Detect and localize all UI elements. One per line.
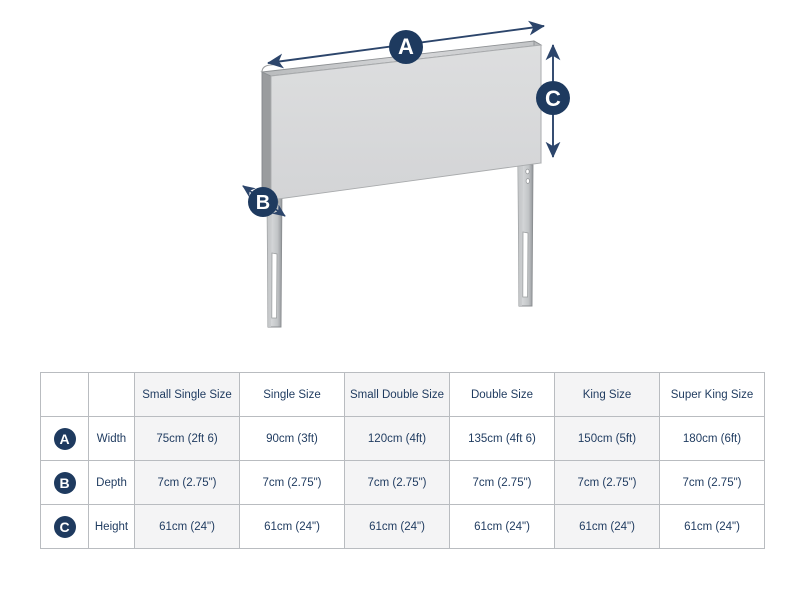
headboard-diagram-svg: A C B [242,20,570,328]
cell-depth-king: 7cm (2.75") [554,460,660,505]
cell-height-single: 61cm (24") [239,504,345,549]
headboard-size-table: Small Single Size Single Size Small Doub… [40,372,765,549]
badge-c-circle [536,81,570,115]
row-label-depth: Depth [88,460,135,505]
row-label-width: Width [88,416,135,461]
left-leg-highlight [267,183,272,327]
badge-b-mini: B [53,471,76,494]
cell-height-small-double: 61cm (24") [344,504,450,549]
row-badge-c-cell: C [40,504,89,549]
badge-a-letter: A [398,34,414,59]
column-header-small-single: Small Single Size [134,372,240,417]
cell-height-super-king: 61cm (24") [659,504,765,549]
headboard-panel [260,40,543,201]
badge-b-circle [248,187,278,217]
cell-depth-small-single: 7cm (2.75") [134,460,240,505]
cell-width-king: 150cm (5ft) [554,416,660,461]
table-header-row: Small Single Size Single Size Small Doub… [40,372,765,417]
headboard-diagram: A C B [242,20,570,328]
header-blank-label [88,372,135,417]
panel-left-side [261,71,272,201]
marker-badge-a: A [389,30,423,64]
row-badge-a-cell: A [40,416,89,461]
cell-depth-small-double: 7cm (2.75") [344,460,450,505]
cell-depth-double: 7cm (2.75") [449,460,555,505]
table-row: B Depth 7cm (2.75") 7cm (2.75") 7cm (2.7… [40,460,765,505]
cell-depth-single: 7cm (2.75") [239,460,345,505]
header-blank-badge [40,372,89,417]
cell-height-double: 61cm (24") [449,504,555,549]
column-header-king: King Size [554,372,660,417]
cell-width-small-single: 75cm (2ft 6) [134,416,240,461]
row-label-height: Height [88,504,135,549]
badge-c-letter: C [545,86,561,111]
badge-a-circle [389,30,423,64]
cell-width-small-double: 120cm (4ft) [344,416,450,461]
badge-a-mini: A [53,427,76,450]
cell-width-super-king: 180cm (6ft) [659,416,765,461]
marker-badge-c: C [536,81,570,115]
right-leg-adjustment-slot [522,231,529,298]
badge-c-mini: C [53,515,76,538]
column-header-super-king: Super King Size [659,372,765,417]
column-header-single: Single Size [239,372,345,417]
cell-height-small-single: 61cm (24") [134,504,240,549]
left-leg-adjustment-slot [271,252,278,319]
cell-width-single: 90cm (3ft) [239,416,345,461]
column-header-small-double: Small Double Size [344,372,450,417]
badge-b-letter: B [256,192,270,214]
table-row: A Width 75cm (2ft 6) 90cm (3ft) 120cm (4… [40,416,765,461]
cell-width-double: 135cm (4ft 6) [449,416,555,461]
row-badge-b-cell: B [40,460,89,505]
right-leg-fixing-hole-1 [525,168,530,175]
column-header-double: Double Size [449,372,555,417]
headboard-right-leg [517,161,534,307]
table-row: C Height 61cm (24") 61cm (24") 61cm (24"… [40,504,765,549]
right-leg-fixing-hole-2 [525,178,530,184]
cell-depth-super-king: 7cm (2.75") [659,460,765,505]
size-table-container: Small Single Size Single Size Small Doub… [40,372,765,549]
marker-badge-b: B [248,187,278,217]
right-leg-highlight [518,162,523,306]
cell-height-king: 61cm (24") [554,504,660,549]
